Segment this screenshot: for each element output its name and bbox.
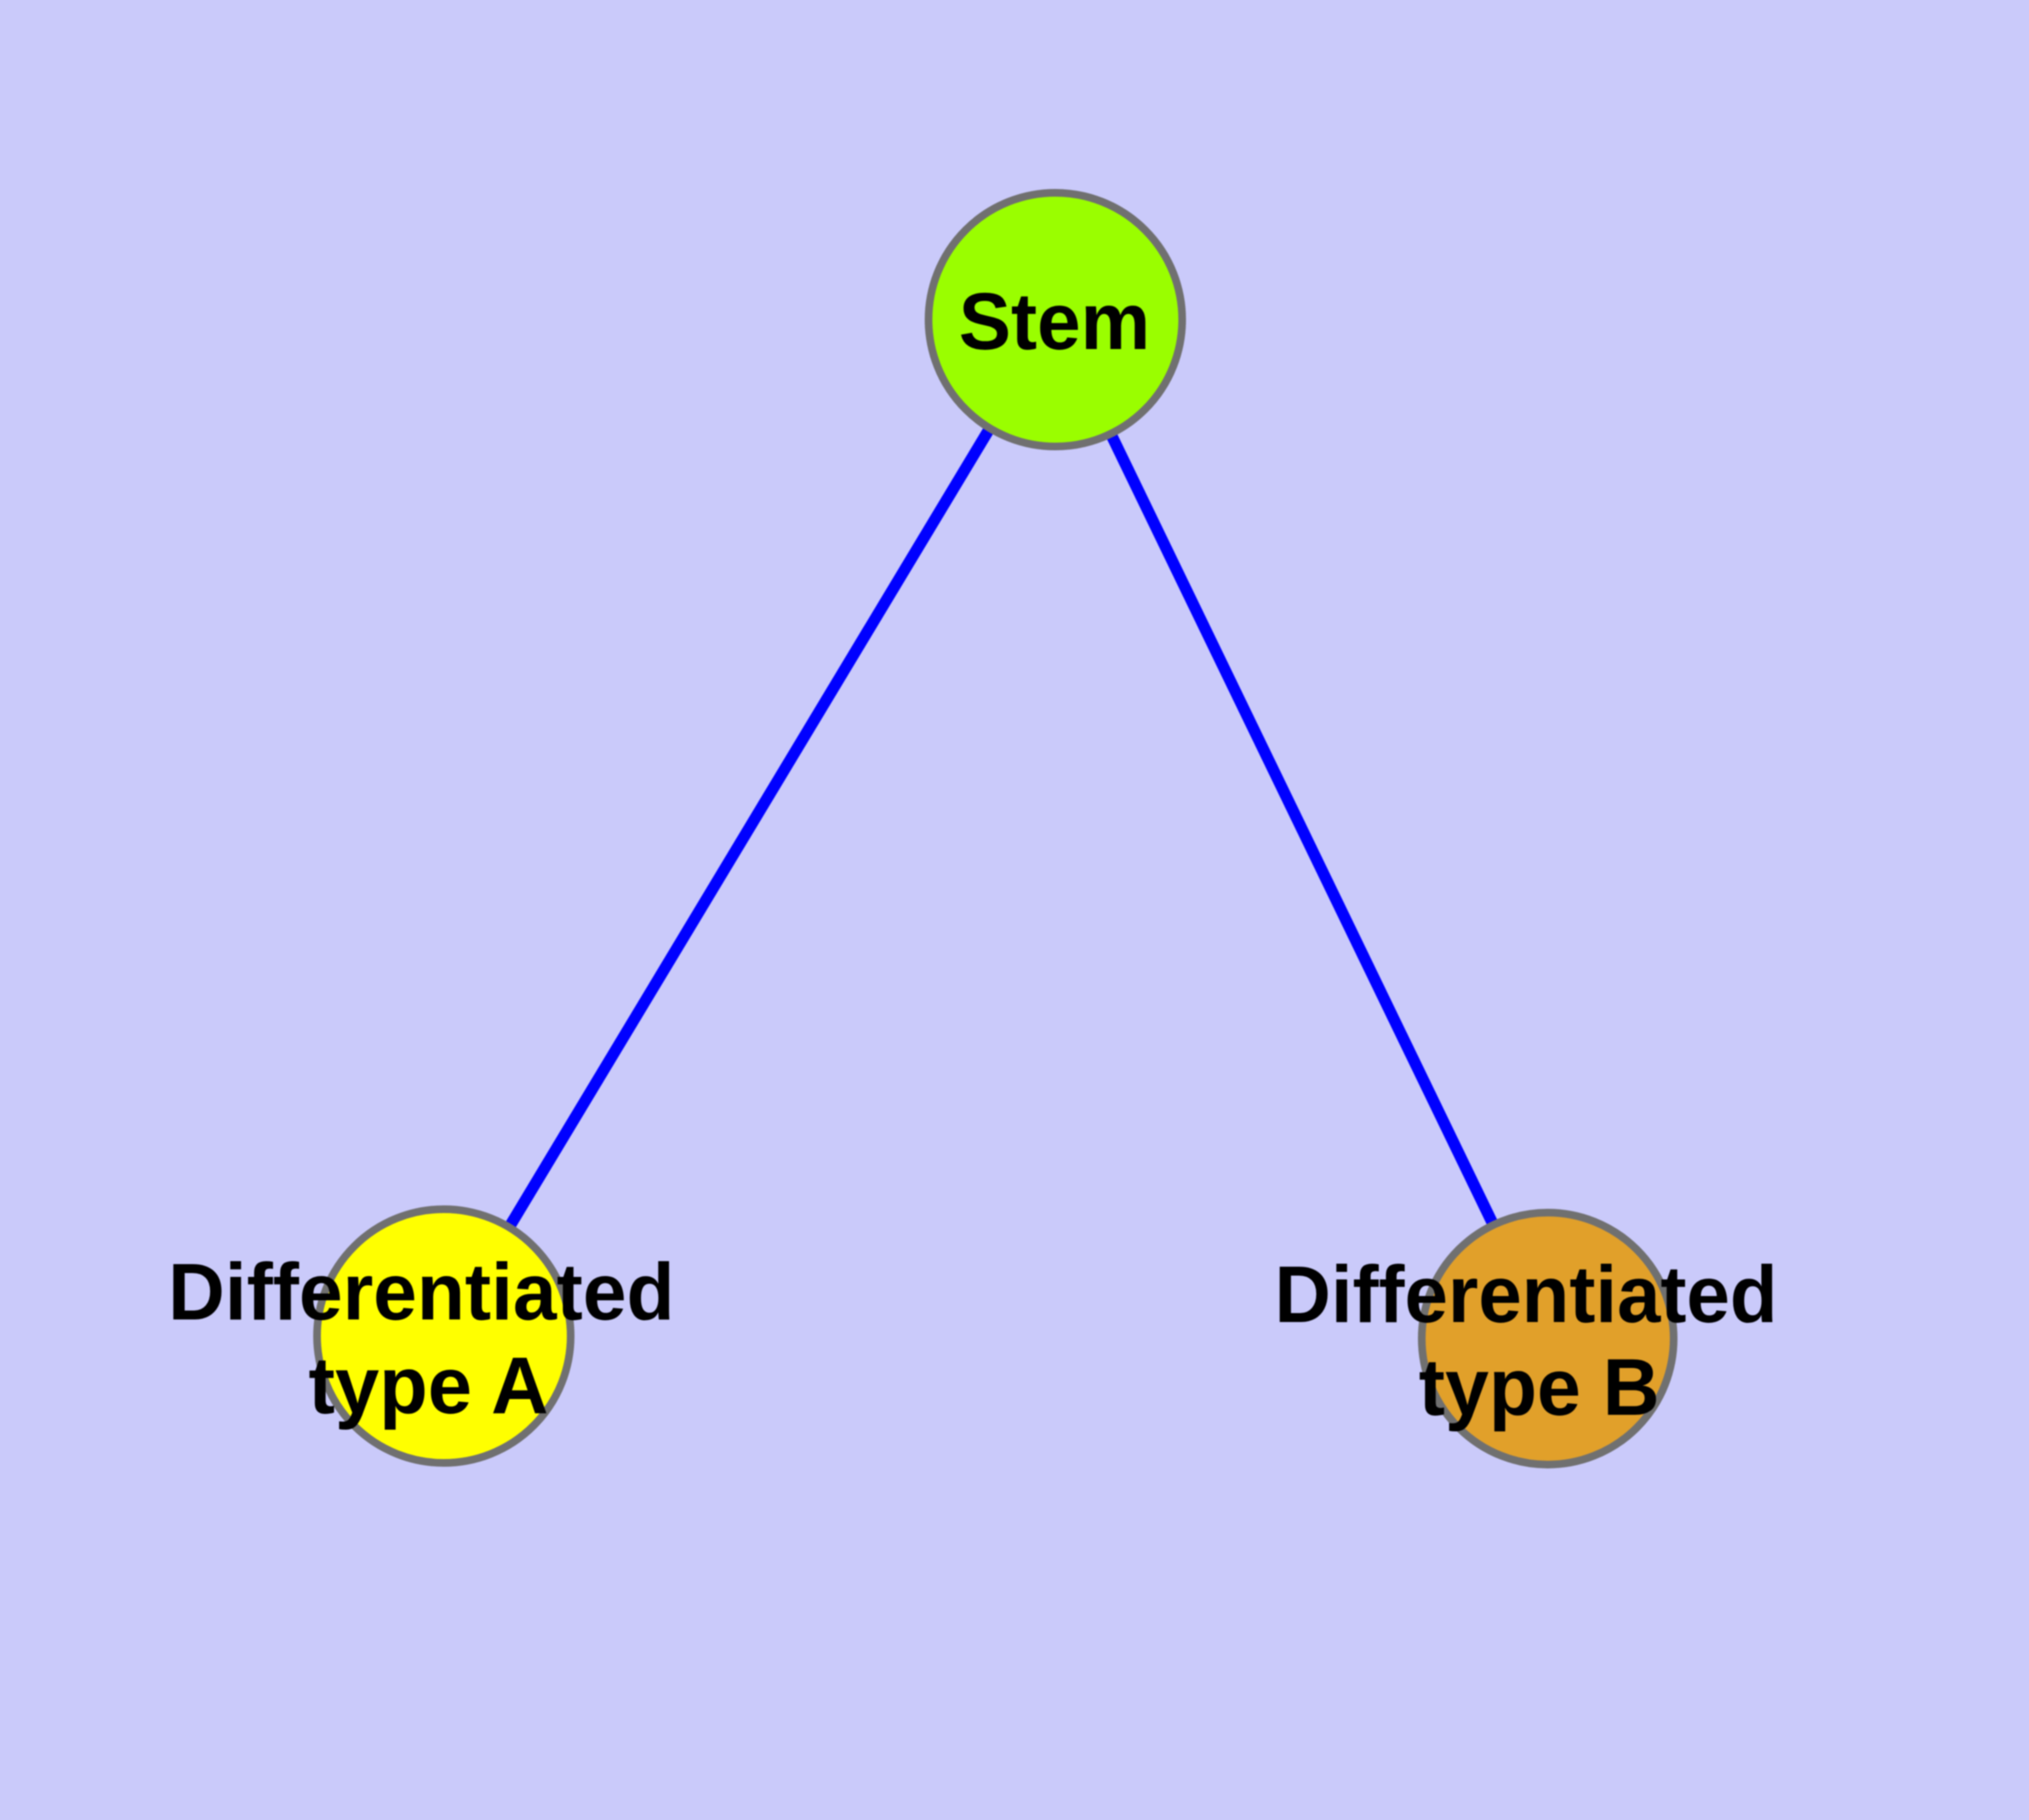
svg-text:type B: type B bbox=[1419, 1342, 1660, 1433]
svg-text:Stem: Stem bbox=[959, 277, 1151, 367]
svg-text:type A: type A bbox=[309, 1341, 549, 1431]
svg-text:Differentiated: Differentiated bbox=[1275, 1250, 1778, 1340]
svg-text:Differentiated: Differentiated bbox=[169, 1247, 675, 1337]
